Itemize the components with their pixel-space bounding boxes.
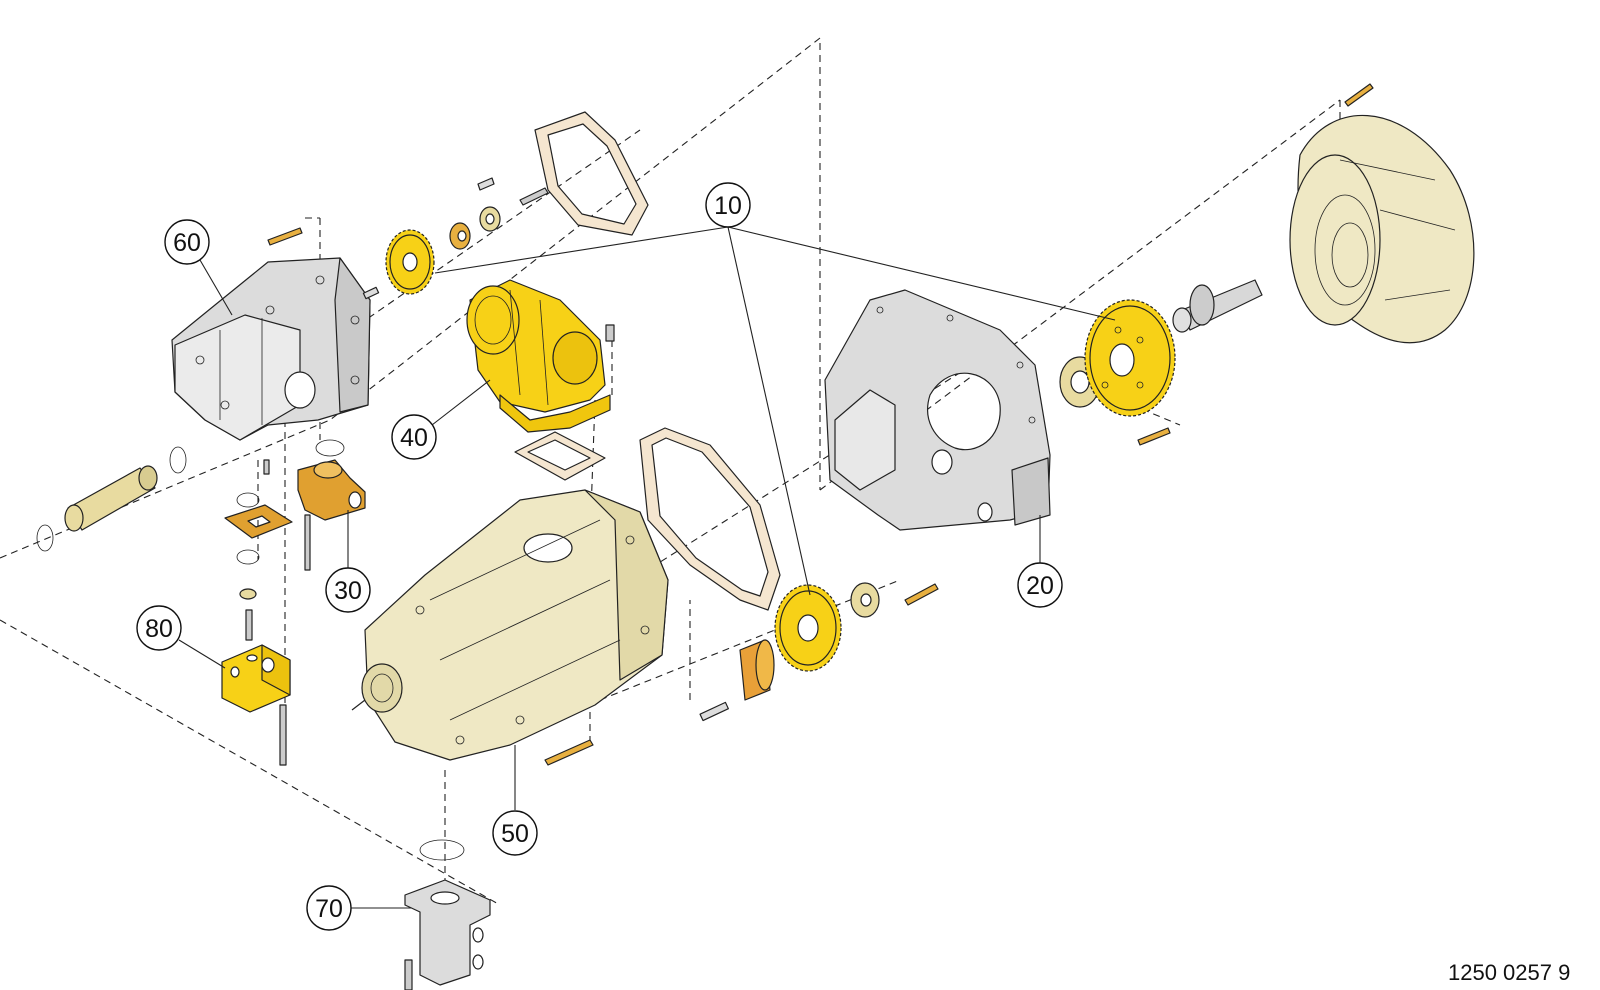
callout-80-label: 80 bbox=[145, 615, 173, 643]
block-70 bbox=[404, 839, 491, 986]
assembly-guide-lines bbox=[0, 36, 1341, 930]
callout-60: 60 bbox=[164, 219, 210, 265]
callout-50: 50 bbox=[492, 810, 538, 856]
plate-and-washers bbox=[224, 492, 293, 641]
callout-40: 40 bbox=[391, 414, 437, 460]
motor-40 bbox=[466, 279, 611, 433]
flywheel bbox=[1289, 114, 1475, 344]
callout-70: 70 bbox=[306, 885, 352, 931]
gasket-upper bbox=[534, 111, 649, 236]
leader-lines bbox=[178, 226, 1116, 909]
callout-50-label: 50 bbox=[501, 820, 529, 848]
callout-20-label: 20 bbox=[1026, 572, 1054, 600]
callout-40-label: 40 bbox=[400, 424, 428, 452]
housing-20 bbox=[824, 289, 1051, 531]
callout-10: 10 bbox=[705, 182, 751, 228]
callout-30-label: 30 bbox=[334, 577, 362, 605]
gear-small-upper bbox=[385, 229, 435, 295]
gasket-middle bbox=[639, 427, 781, 611]
filter-cartridge bbox=[36, 446, 187, 552]
shaft bbox=[1172, 279, 1263, 333]
valve-30 bbox=[297, 439, 366, 521]
housing-60 bbox=[171, 257, 371, 441]
callout-30: 30 bbox=[325, 567, 371, 613]
bushings-upper bbox=[362, 206, 501, 300]
block-80 bbox=[221, 644, 291, 713]
gear-large bbox=[1059, 299, 1176, 417]
callout-80: 80 bbox=[136, 605, 182, 651]
document-number: 1250 0257 9 bbox=[1448, 960, 1571, 985]
bolts bbox=[263, 83, 1374, 990]
callout-60-label: 60 bbox=[173, 229, 201, 257]
gear-middle bbox=[699, 582, 880, 722]
callout-10-label: 10 bbox=[714, 192, 742, 220]
callout-20: 20 bbox=[1017, 562, 1063, 608]
gasket-motor bbox=[514, 431, 606, 481]
callout-70-label: 70 bbox=[315, 895, 343, 923]
housing-50 bbox=[351, 489, 669, 761]
